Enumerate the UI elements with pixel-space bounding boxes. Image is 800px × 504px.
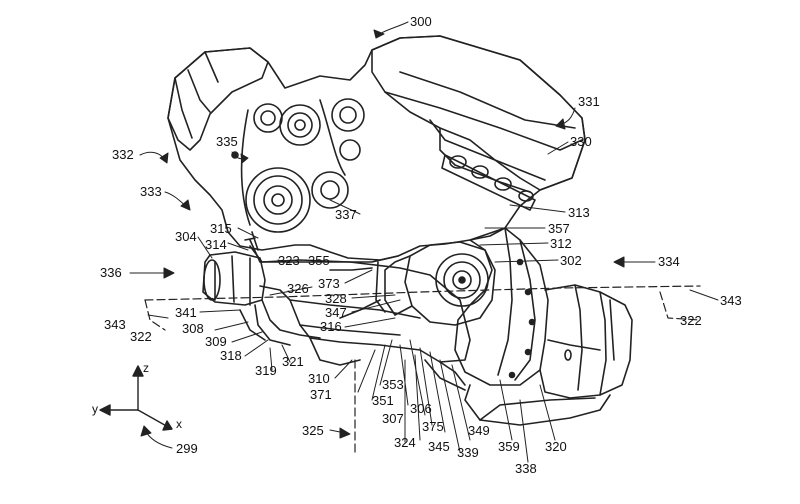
ref-label-355: 355 [308,253,330,268]
ref-label-336: 336 [100,265,122,280]
reference-lines [144,285,701,456]
left-mount-assembly [202,231,399,346]
ref-label-323: 323 [278,253,300,268]
electric-machine [329,241,496,326]
ref-label-307: 307 [382,411,404,426]
ref-label-315: 315 [210,221,232,236]
ref-label-328: 328 [325,291,347,306]
axis-label-z: z [143,361,149,375]
ref-label-338: 338 [515,461,537,476]
ref-label-318: 318 [220,348,242,363]
axis-label-x: x [176,417,182,431]
ref-label-334: 334 [658,254,680,269]
ref-label-312: 312 [550,236,572,251]
ref-label-325: 325 [302,423,324,438]
ref-label-321: 321 [282,354,304,369]
ref-label-330: 330 [570,134,592,149]
ref-label-332: 332 [112,147,134,162]
ref-label-331: 331 [578,94,600,109]
leader-lines [129,21,719,463]
ref-label-316: 316 [320,319,342,334]
engine-block [167,35,586,261]
ref-label-324: 324 [394,435,416,450]
ref-label-322-right: 322 [680,313,702,328]
ref-label-319: 319 [255,363,277,378]
ref-label-375: 375 [422,419,444,434]
ref-label-373: 373 [318,276,340,291]
ref-label-304: 304 [175,229,197,244]
ref-label-341: 341 [175,305,197,320]
transmission [424,227,633,426]
axis-triad [99,365,173,431]
ref-label-322-left: 322 [130,329,152,344]
ref-label-343-right: 343 [720,293,742,308]
ref-label-359: 359 [498,439,520,454]
ref-label-345: 345 [428,439,450,454]
ref-label-353: 353 [382,377,404,392]
ref-label-349: 349 [468,423,490,438]
ref-label-347: 347 [325,305,347,320]
ref-label-302: 302 [560,253,582,268]
ref-label-299: 299 [176,441,198,456]
ref-label-320: 320 [545,439,567,454]
ref-label-306: 306 [410,401,432,416]
ref-label-308: 308 [182,321,204,336]
ref-label-335: 335 [216,134,238,149]
ref-label-310: 310 [308,371,330,386]
ref-label-313: 313 [568,205,590,220]
ref-label-326: 326 [287,281,309,296]
ref-label-337: 337 [335,207,357,222]
ref-label-357: 357 [548,221,570,236]
ref-label-314: 314 [205,237,227,252]
ref-label-309: 309 [205,334,227,349]
ref-label-371: 371 [310,387,332,402]
pulley-group [231,98,365,233]
ref-label-351: 351 [372,393,394,408]
ref-label-339: 339 [457,445,479,460]
ref-label-343-left: 343 [104,317,126,332]
axis-label-y: y [92,402,98,416]
ref-label-333: 333 [140,184,162,199]
ref-label-300: 300 [410,14,432,29]
